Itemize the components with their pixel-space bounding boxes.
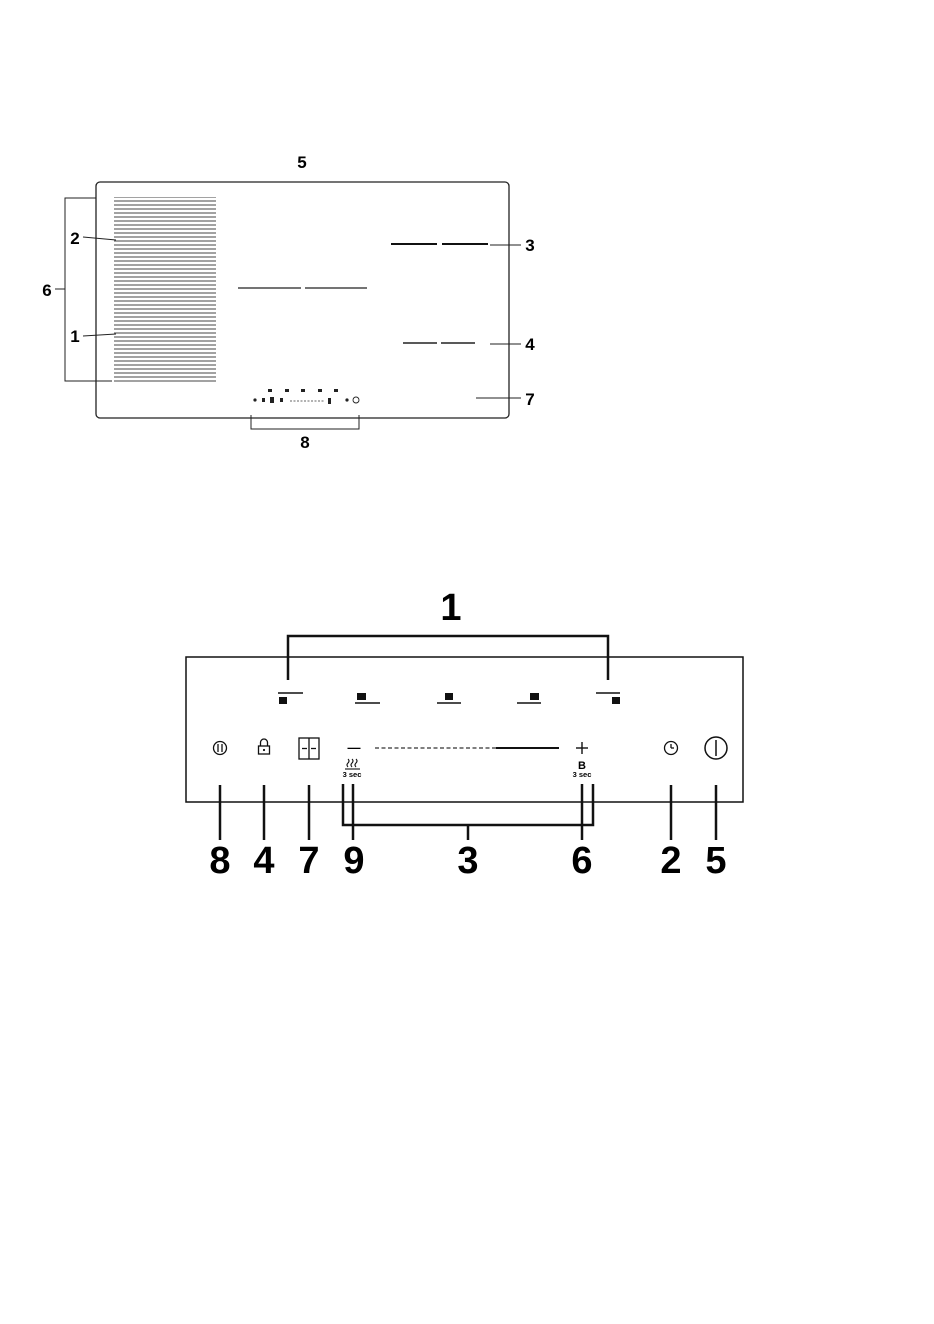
bracket-1: [288, 636, 608, 680]
callout-bottom-6: 6: [571, 840, 592, 882]
leader-1: [83, 334, 116, 336]
control-panel-outline: [186, 657, 743, 802]
zone-front-right-icon[interactable]: [596, 693, 620, 704]
three-sec-label-right: 3 sec: [573, 770, 592, 779]
zone-rear-right-icon[interactable]: [517, 693, 541, 703]
callout-top-1: 1: [440, 587, 461, 629]
hob-top-view: 5 2 6 1 3 4 7 8: [42, 153, 535, 452]
plus-button[interactable]: [576, 742, 588, 754]
bracket-8: [251, 415, 359, 429]
bracket-3: [343, 784, 593, 825]
zone-selector-icons: [278, 693, 620, 704]
callout-bottom-4: 4: [253, 840, 274, 882]
callout-6: 6: [42, 281, 51, 300]
lock-icon[interactable]: [259, 739, 270, 754]
minus-button[interactable]: —: [348, 740, 361, 755]
callout-bottom-2: 2: [660, 840, 681, 882]
bracket-6: [65, 198, 112, 381]
mini-control-panel: [253, 389, 359, 404]
callout-4: 4: [525, 335, 535, 354]
callout-1: 1: [70, 327, 79, 346]
keep-warm-icon: [345, 759, 360, 769]
three-sec-label-left: 3 sec: [343, 770, 362, 779]
control-panel-view: 1: [186, 587, 743, 882]
flex-zone-icon[interactable]: [299, 738, 319, 759]
zone-center-icon[interactable]: [437, 693, 461, 703]
zone-front-left-icon[interactable]: [278, 693, 303, 704]
leader-2: [83, 237, 116, 240]
flex-zone-hatch: [114, 197, 216, 382]
callout-3: 3: [525, 236, 534, 255]
callout-8: 8: [300, 433, 309, 452]
callout-5: 5: [297, 153, 306, 172]
callout-bottom-5: 5: [705, 840, 726, 882]
timer-icon[interactable]: [665, 742, 678, 755]
callout-2: 2: [70, 229, 79, 248]
callout-bottom-8: 8: [209, 840, 230, 882]
power-icon[interactable]: [705, 737, 727, 759]
callout-bottom-7: 7: [298, 840, 319, 882]
callout-bottom-3: 3: [457, 840, 478, 882]
zone-rear-left-icon[interactable]: [355, 693, 380, 703]
callout-bottom-9: 9: [343, 840, 364, 882]
pause-icon[interactable]: [214, 742, 227, 755]
callout-7: 7: [525, 390, 534, 409]
